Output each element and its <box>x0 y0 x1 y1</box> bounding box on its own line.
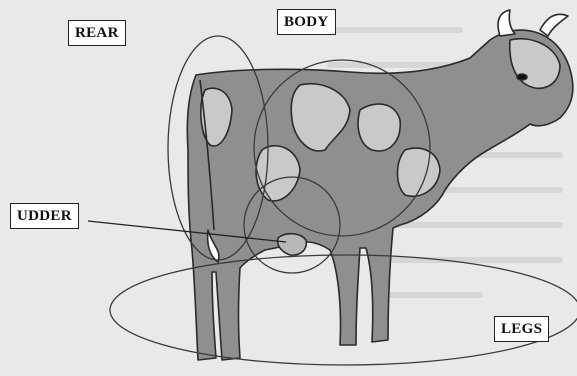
udder-label: UDDER <box>10 203 79 229</box>
rear-label: REAR <box>68 20 126 46</box>
legs-label: LEGS <box>494 316 549 342</box>
body-label: BODY <box>277 9 336 35</box>
